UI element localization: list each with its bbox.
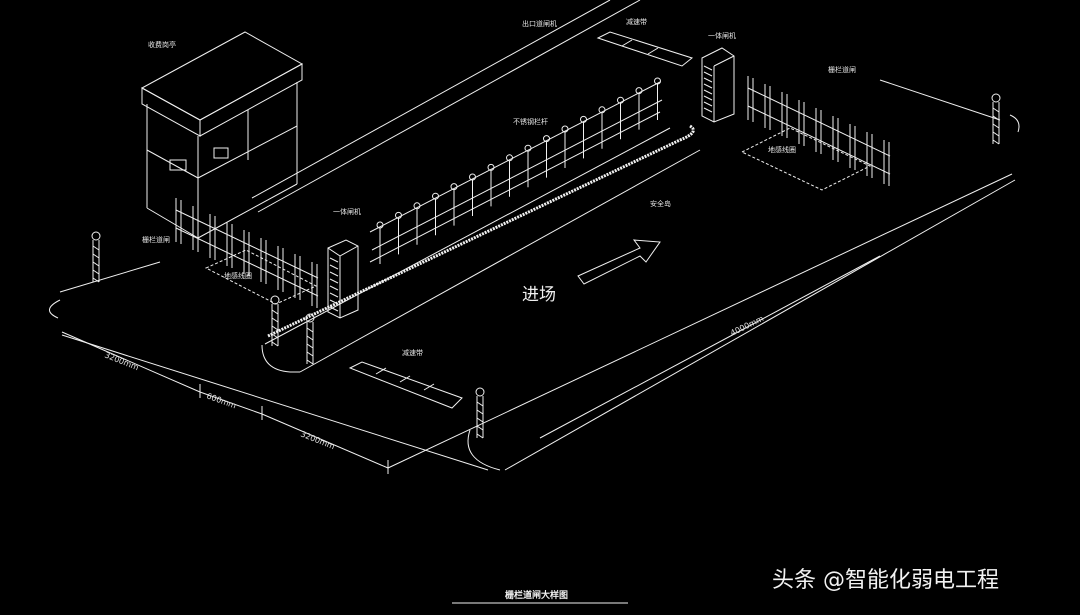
gate-box-hatch (329, 264, 339, 270)
gate-box-hatch (329, 278, 339, 284)
guard-booth (140, 31, 304, 240)
fence-post-cap (580, 115, 587, 123)
fence-post-cap (598, 106, 606, 114)
bollard-stripe (306, 327, 314, 333)
bollard-stripe (92, 261, 100, 267)
fence-post-cap (413, 202, 421, 210)
fence-post-cap (469, 173, 476, 181)
stainless-fence (369, 81, 663, 263)
fence-post-cap (376, 221, 384, 229)
ground-loop-left (204, 249, 318, 305)
fence-post-cap (524, 144, 532, 152)
bollard-stripe (476, 433, 484, 439)
gate-rail (747, 105, 891, 175)
dim-3200-right: 3200mm (299, 430, 336, 452)
gate-box-hatch (329, 306, 339, 312)
ground-loop-right (740, 127, 872, 191)
gate-rail (175, 227, 319, 297)
road-lines (49, 0, 1020, 471)
bollard-stripe (476, 409, 484, 415)
dim-600: 600mm (205, 391, 237, 410)
bollard-cap (91, 231, 101, 241)
bollard-stripe (271, 317, 279, 323)
label-speed-bump-bottom: 减速带 (402, 348, 423, 357)
dim-4000: 4000mm (729, 314, 765, 338)
bollard-cap (270, 295, 280, 305)
fence-post-cap (635, 87, 643, 95)
gate-box-right (701, 47, 735, 123)
label-fence-gate-right: 栅栏道闸 (828, 65, 856, 74)
bollard-stripe (992, 123, 1000, 129)
gate-rail (747, 87, 891, 157)
fence-post-cap (617, 96, 624, 104)
bollard-stripe (306, 351, 314, 357)
label-ground-loop-right: 地感线圈 (768, 145, 796, 154)
label-entry: 进场 (522, 285, 556, 305)
bollard-stripe (306, 359, 314, 365)
label-ground-loop-left: 地感线圈 (224, 271, 252, 280)
gate-box-hatch (703, 65, 713, 71)
bollard-stripe (992, 131, 1000, 137)
labels: 收费岗亭 出口道闸机 减速带 一体闸机 栅栏道闸 不锈钢栏杆 地感线圈 安全岛 … (103, 17, 856, 601)
bollard-stripe (92, 269, 100, 275)
gate-box-hatch (329, 257, 339, 263)
drawing-caption: 栅栏道闸大样图 (505, 589, 568, 601)
bollard-stripe (92, 277, 100, 283)
bollard-stripe (992, 107, 1000, 113)
dimension-lines (61, 173, 1013, 474)
gate-box-hatch (703, 89, 713, 95)
label-ticket-machine-top: 一体闸机 (708, 31, 736, 40)
bollard-stripe (992, 139, 1000, 145)
gate-box-hatch (329, 299, 339, 305)
label-guard-booth: 收费岗亭 (148, 40, 176, 49)
gate-box-hatch (329, 271, 339, 277)
label-ticket-machine-left: 一体闸机 (333, 207, 361, 216)
fence-post-cap (432, 192, 439, 200)
label-island: 安全岛 (650, 199, 671, 208)
fence-post-cap (487, 163, 495, 171)
fence-posts (91, 65, 1001, 439)
gate-rail (175, 209, 319, 279)
gate-box-hatch (703, 107, 713, 113)
bollard-stripe (476, 417, 484, 423)
gate-box-hatch (329, 292, 339, 298)
bollard-stripe (271, 333, 279, 339)
bollard-cap (991, 93, 1001, 103)
label-exit-barrier: 出口道闸机 (522, 19, 557, 28)
bollard-stripe (476, 401, 484, 407)
fence-post-cap (561, 125, 569, 133)
speed-bump-bottom (348, 361, 463, 409)
gate-box-hatch (329, 285, 339, 291)
bollard-stripe (271, 325, 279, 331)
gate-box-hatch (703, 77, 713, 83)
bollard-stripe (92, 245, 100, 251)
fence-post-cap (506, 154, 513, 162)
fence-post-cap (654, 77, 661, 85)
bollard-stripe (92, 253, 100, 259)
fence-post-cap (543, 135, 550, 143)
label-stainless-fence: 不锈钢栏杆 (513, 117, 548, 126)
label-speed-bump-top: 减速带 (626, 17, 647, 26)
bollard-stripe (992, 115, 1000, 121)
bollard-stripe (306, 343, 314, 349)
bollard-cap (305, 313, 315, 323)
gate-box-left (327, 239, 359, 319)
gate-box-hatch (703, 101, 713, 107)
bollard-cap (475, 387, 485, 397)
gate-box-hatch (703, 71, 713, 77)
bollard-stripe (306, 335, 314, 341)
gate-box-hatch (703, 95, 713, 101)
fence-post-cap (395, 211, 402, 219)
bollard-stripe (271, 341, 279, 347)
fence-post-cap (450, 183, 458, 191)
entry-arrow (577, 239, 661, 285)
speed-bump-top (596, 31, 694, 67)
gate-box-hatch (703, 83, 713, 89)
bollard-stripe (271, 309, 279, 315)
label-fence-gate-left: 栅栏道闸 (142, 235, 170, 244)
bollard-stripe (476, 425, 484, 431)
watermark: 头条 @智能化弱电工程 (772, 568, 999, 593)
